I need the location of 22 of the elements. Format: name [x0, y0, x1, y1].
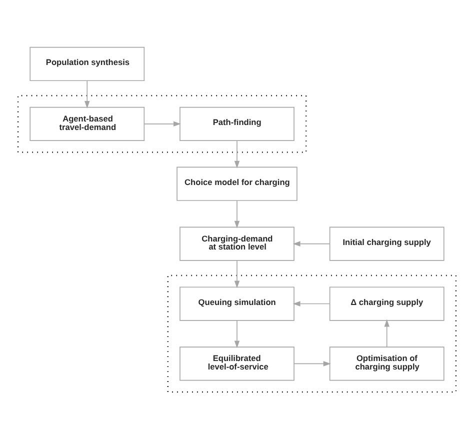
- cluster: [167, 274, 457, 392]
- arrow: [234, 260, 240, 288]
- arrow: [144, 120, 181, 126]
- arrow: [292, 240, 330, 246]
- node-box: Population synthesis: [30, 46, 145, 81]
- node-box: Path-finding: [180, 106, 294, 140]
- arrow: [384, 318, 390, 347]
- node-box: Choice model for charging: [176, 166, 298, 200]
- arrow: [292, 300, 330, 306]
- arrow: [84, 80, 90, 108]
- arrow: [294, 360, 331, 366]
- node-box: Equilibrated level-of-service: [180, 346, 294, 380]
- cluster: [17, 94, 307, 152]
- node-box: Optimisation of charging supply: [329, 346, 444, 380]
- node-box: Initial charging supply: [329, 226, 444, 260]
- node-box: Charging-demand at station level: [180, 226, 294, 260]
- arrow: [234, 140, 240, 168]
- node-box: Δ charging supply: [329, 286, 444, 320]
- node-box: Queuing simulation: [180, 286, 294, 320]
- arrow: [234, 200, 240, 228]
- node-box: Agent-based travel-demand: [30, 106, 145, 140]
- arrow: [234, 320, 240, 348]
